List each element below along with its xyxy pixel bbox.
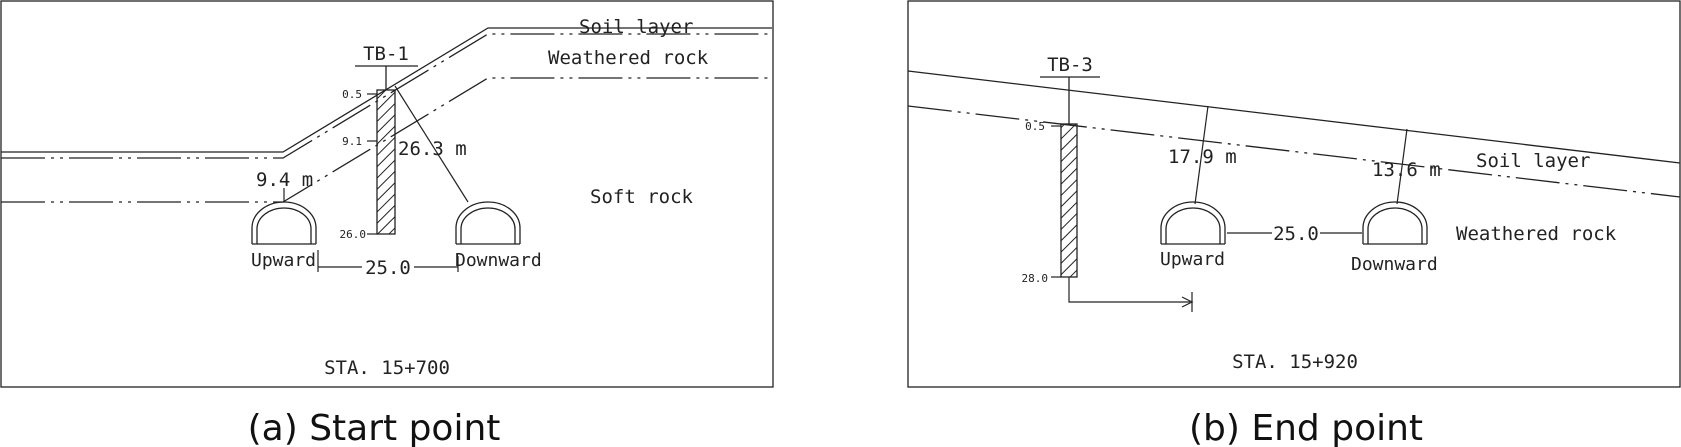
- spacing-label-b: 25.0: [1273, 223, 1319, 245]
- depth-label-top-a: 0.5: [342, 88, 362, 101]
- tunnel-left-b: [1160, 201, 1226, 245]
- cover-line-left-b: [1194, 105, 1209, 205]
- depth-label-mid-a: 9.1: [342, 135, 362, 148]
- tunnel-label-upward-a: Upward: [251, 250, 316, 271]
- cover-line-right-b: [1396, 128, 1408, 205]
- caption-b: (b) End point: [1189, 408, 1423, 447]
- depth-label-top-b: 0.5: [1025, 120, 1045, 133]
- cover-label-left-a: 9.4 m: [256, 169, 313, 191]
- borehole-column-b: [1060, 123, 1078, 278]
- cover-label-left-b: 17.9 m: [1168, 146, 1237, 168]
- tunnel-label-downward-a: Downward: [455, 250, 542, 271]
- tunnel-right-a: [455, 201, 521, 245]
- borehole-extension-b: [1068, 277, 1190, 303]
- weathered-rock-label-b: Weathered rock: [1456, 223, 1617, 245]
- tunnel-label-downward-b: Downward: [1351, 254, 1438, 275]
- soft-rock-label-a: Soft rock: [590, 186, 694, 208]
- panel-b: TB-3 0.5 28.0 Soil layer Weathered rock …: [907, 0, 1681, 388]
- soil-layer-label-b: Soil layer: [1476, 150, 1590, 172]
- depth-label-bottom-a: 26.0: [340, 228, 367, 241]
- borehole-label-b: TB-3: [1047, 54, 1093, 76]
- soil-layer-label-a: Soil layer: [579, 16, 693, 38]
- cover-line-right-a: [394, 85, 469, 203]
- cover-label-right-b: 13.6 m: [1372, 159, 1441, 181]
- panel-b-frame: [907, 0, 1681, 388]
- ground-surface-b: [907, 70, 1681, 164]
- borehole-column-a: [376, 89, 396, 235]
- caption-a: (a) Start point: [248, 408, 501, 447]
- station-label-b: STA. 15+920: [1232, 351, 1358, 373]
- borehole-label-a: TB-1: [363, 43, 409, 65]
- tunnel-label-upward-b: Upward: [1160, 249, 1225, 270]
- spacing-label-a: 25.0: [365, 257, 411, 279]
- panel-a-frame: [0, 0, 774, 388]
- weathered-rock-label-a: Weathered rock: [548, 47, 709, 69]
- tunnel-right-b: [1362, 201, 1428, 245]
- depth-label-bottom-b: 28.0: [1022, 272, 1049, 285]
- panel-a: TB-1 0.5 9.1 26.0 Soil layer Weathered r…: [0, 0, 774, 388]
- soil-layer-boundary-b: [907, 105, 1681, 198]
- tunnel-left-a: [251, 201, 317, 245]
- cover-label-right-a: 26.3 m: [398, 138, 467, 160]
- station-label-a: STA. 15+700: [324, 357, 450, 379]
